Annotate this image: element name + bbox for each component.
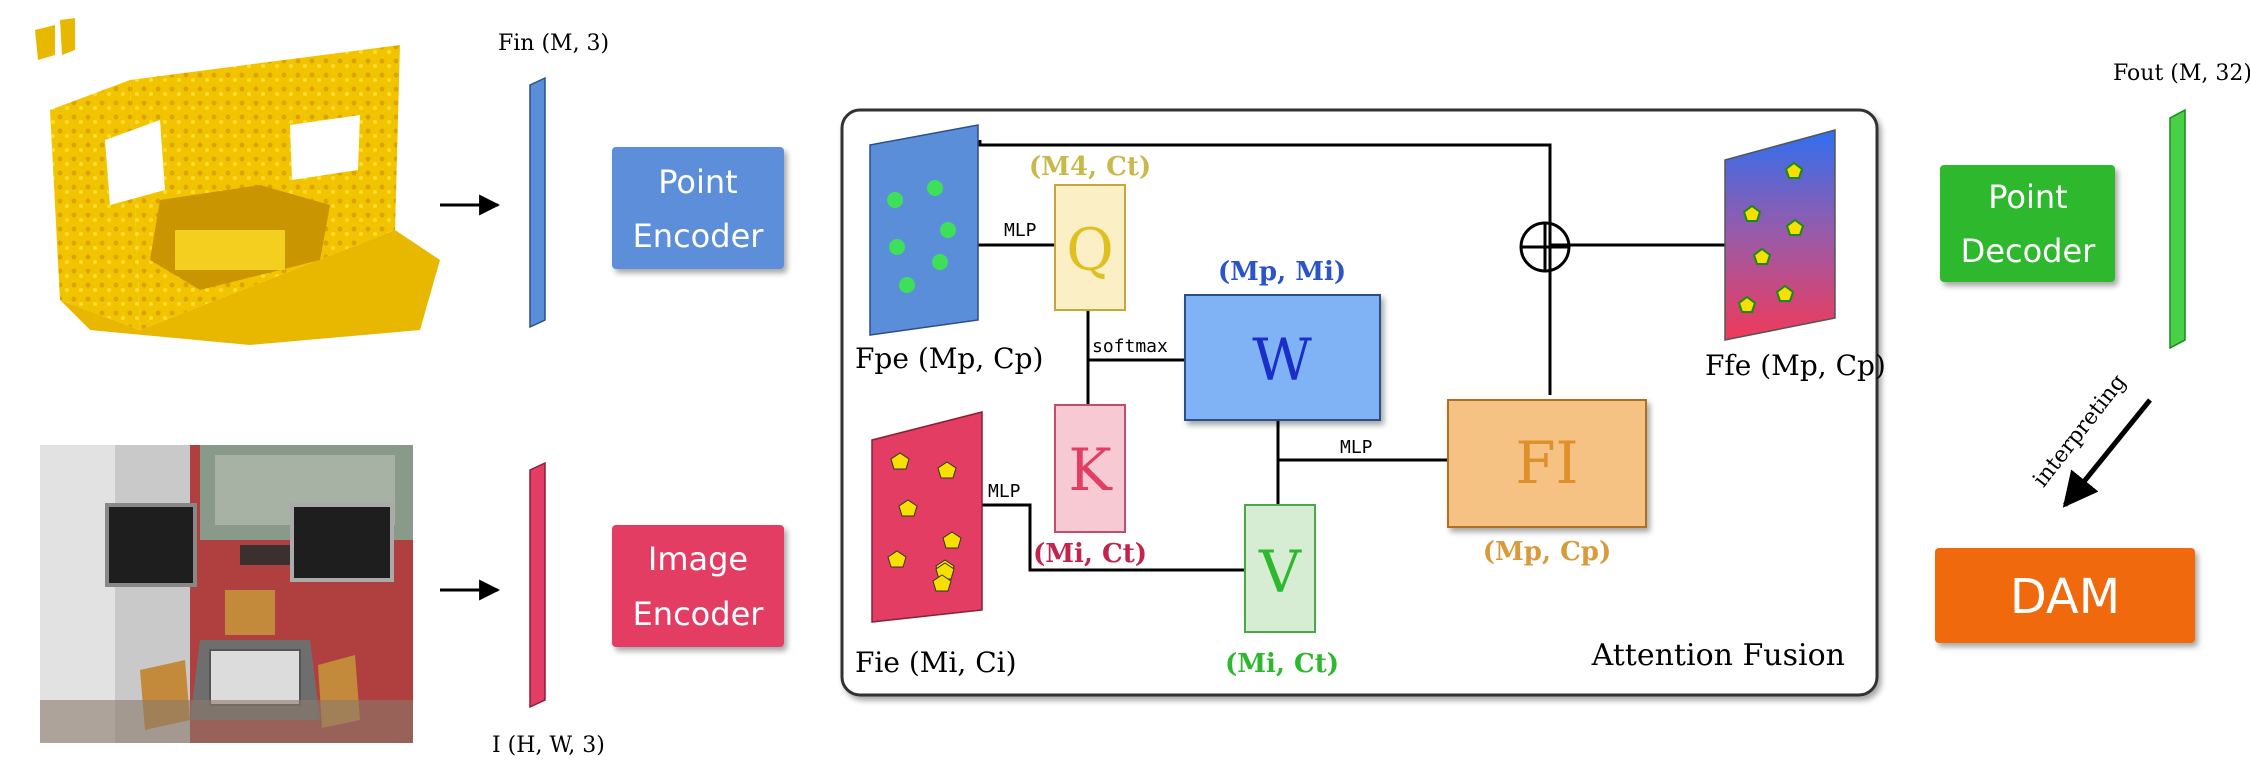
w-box bbox=[1184, 294, 1381, 421]
fin-shape-label: Fin (M, 3) bbox=[498, 31, 609, 56]
v-shape-label: (Mi, Ct) bbox=[1225, 649, 1339, 679]
dam-label: DAM bbox=[2010, 569, 2120, 625]
image-encoder-box: Image Encoder bbox=[612, 525, 784, 647]
mlp-fi-label: MLP bbox=[1340, 437, 1373, 458]
point-encoder-box: Point Encoder bbox=[612, 147, 784, 269]
fi-label: FI bbox=[1515, 429, 1578, 497]
fi-box bbox=[1447, 399, 1647, 528]
w-shape-label: (Mp, Mi) bbox=[1218, 257, 1346, 287]
fin-feature-bar bbox=[529, 76, 546, 329]
attention-fusion-title: Attention Fusion bbox=[1591, 638, 1845, 673]
point-decoder-line-1: Point bbox=[1988, 178, 2067, 216]
fpe-card bbox=[869, 124, 979, 336]
fout-shape-label: Fout (M, 32) bbox=[2113, 61, 2250, 86]
mlp-q-label: MLP bbox=[1004, 220, 1037, 241]
fpe-label: Fpe (Mp, Cp) bbox=[855, 342, 1043, 375]
interpreting-arrow bbox=[2062, 398, 2152, 508]
ffe-card bbox=[1724, 129, 1836, 341]
interpreting-label: interpreting bbox=[2028, 370, 2131, 492]
fie-card bbox=[871, 411, 983, 623]
point-encoder-line-2: Encoder bbox=[633, 217, 765, 255]
point-decoder-line-2: Decoder bbox=[1961, 232, 2097, 270]
v-label: V bbox=[1258, 538, 1302, 606]
fie-label: Fie (Mi, Ci) bbox=[855, 646, 1017, 679]
k-label: K bbox=[1068, 436, 1113, 504]
image-shape-label: I (H, W, 3) bbox=[492, 733, 605, 758]
fout-feature-bar bbox=[2169, 108, 2186, 350]
mlp-k-label: MLP bbox=[988, 481, 1021, 502]
fi-shape-label: (Mp, Cp) bbox=[1483, 537, 1612, 567]
ffe-label: Ffe (Mp, Cp) bbox=[1705, 349, 1886, 382]
input-photo bbox=[40, 445, 413, 743]
fusion-connections bbox=[978, 140, 1725, 572]
q-box bbox=[1054, 184, 1126, 311]
v-box bbox=[1244, 504, 1316, 633]
image-encoder-line-2: Encoder bbox=[633, 595, 765, 633]
point-decoder-box: Point Decoder bbox=[1940, 165, 2115, 282]
point-encoder-line-1: Point bbox=[658, 163, 737, 201]
q-shape-label: (M4, Ct) bbox=[1029, 152, 1151, 182]
k-box bbox=[1054, 404, 1126, 533]
k-shape-label: (Mi, Ct) bbox=[1033, 539, 1147, 569]
image-feature-bar bbox=[529, 461, 546, 709]
softmax-label: softmax bbox=[1092, 336, 1168, 357]
dam-box: DAM bbox=[1935, 548, 2195, 643]
w-label: W bbox=[1252, 326, 1312, 394]
point-cloud-image bbox=[35, 18, 440, 345]
image-encoder-line-1: Image bbox=[648, 540, 748, 578]
q-label: Q bbox=[1066, 216, 1114, 284]
